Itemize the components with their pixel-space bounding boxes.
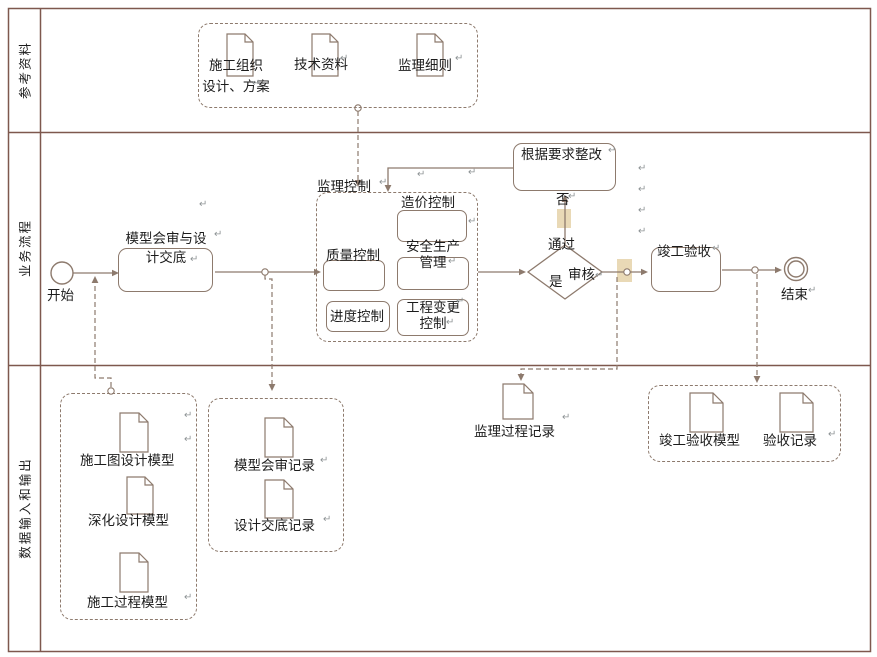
pilcrow-mark: ↵: [638, 205, 647, 216]
label-review-gateway: 审核: [568, 267, 595, 282]
label-supervision-record: 监理过程记录: [474, 424, 555, 439]
label-construction-org-doc: 施工组织 设计、方案: [202, 58, 270, 94]
pilcrow-mark: ↵: [828, 429, 837, 440]
pilcrow-mark: ↵: [808, 285, 817, 296]
pilcrow-mark: ↵: [214, 229, 223, 240]
task-rectify[interactable]: [513, 143, 616, 191]
pilcrow-mark: ↵: [184, 592, 193, 603]
pilcrow-mark: ↵: [320, 455, 329, 466]
pilcrow-mark: ↵: [456, 296, 465, 307]
label-end: 结束: [781, 287, 808, 302]
doc-icon-acceptance-record[interactable]: [779, 392, 814, 433]
lane-label-reference: 参考资料: [18, 40, 33, 100]
doc-icon-review-record-2[interactable]: [264, 479, 294, 519]
pilcrow-mark: ↵: [252, 78, 261, 89]
label-review-record-1: 模型会审记录: [234, 458, 315, 473]
label-branch-yes: 是: [549, 274, 563, 289]
pilcrow-mark: ↵: [638, 226, 647, 237]
label-acceptance: 竣工验收: [657, 244, 711, 259]
pilcrow-mark: ↵: [562, 412, 571, 423]
pilcrow-mark: ↵: [638, 184, 647, 195]
pilcrow-mark: ↵: [199, 199, 208, 210]
lane-label-process: 业务流程: [18, 218, 33, 278]
group-acceptance-docs[interactable]: [648, 385, 841, 462]
pilcrow-mark: ↵: [446, 317, 455, 328]
label-model-review: 模型会审与设 计交底: [125, 231, 207, 265]
task-safety-management[interactable]: [397, 257, 469, 290]
pilcrow-mark: ↵: [455, 53, 464, 64]
label-safety: 安全生产 管理: [406, 239, 460, 270]
swimlane-frame: [7, 7, 872, 653]
pilcrow-mark: ↵: [712, 243, 721, 254]
arrowheads: [91, 180, 782, 391]
label-change: 工程变更 控制: [406, 300, 460, 331]
label-start: 开始: [47, 288, 74, 303]
label-input-model-2: 深化设计模型: [88, 513, 169, 528]
label-technical-doc: 技术资料: [294, 57, 348, 72]
pilcrow-mark: ↵: [190, 254, 199, 265]
pilcrow-mark: ↵: [184, 410, 193, 421]
doc-icon-supervision-rules[interactable]: [416, 33, 444, 77]
highlight-mark-no-branch: [557, 209, 571, 228]
label-input-model-1: 施工图设计模型: [80, 453, 175, 468]
doc-icon-input-model-2[interactable]: [126, 476, 154, 515]
label-cost: 造价控制: [401, 195, 455, 210]
lane-label-data-io: 数据输入和输出: [18, 457, 33, 559]
label-acceptance-model: 竣工验收模型: [659, 433, 740, 448]
pilcrow-mark: ↵: [595, 270, 604, 281]
data-connectors: [94, 111, 758, 388]
group-supervision-control[interactable]: [316, 192, 478, 342]
task-model-review[interactable]: [118, 248, 213, 292]
decision-diamond[interactable]: [526, 244, 604, 300]
task-change-control[interactable]: [397, 299, 469, 336]
document-icons[interactable]: [119, 33, 814, 593]
pilcrow-mark: ↵: [448, 256, 457, 267]
label-input-model-3: 施工过程模型: [87, 595, 168, 610]
pilcrow-mark: ↵: [340, 53, 349, 64]
label-quality: 质量控制: [326, 248, 380, 263]
pilcrow-mark: ↵: [417, 169, 426, 180]
label-pass: 通过: [548, 237, 575, 252]
doc-icon-acceptance-model[interactable]: [689, 392, 724, 433]
pilcrow-mark: ↵: [568, 191, 577, 202]
task-quality-control[interactable]: [323, 260, 385, 291]
label-schedule: 进度控制: [330, 309, 384, 324]
group-reference-docs[interactable]: [198, 23, 478, 108]
task-cost-control[interactable]: [397, 210, 467, 242]
pilcrow-mark: ↵: [184, 434, 193, 445]
flow-connectors: [73, 167, 777, 274]
doc-icon-technical[interactable]: [311, 33, 339, 77]
label-branch-no: 否: [556, 192, 570, 207]
task-completion-acceptance[interactable]: [651, 247, 721, 292]
doc-icon-review-record-1[interactable]: [264, 417, 294, 458]
pilcrow-mark: ↵: [608, 145, 617, 156]
end-event-inner-circle: [787, 260, 805, 278]
start-event-circle[interactable]: [50, 261, 74, 285]
label-acceptance-record: 验收记录: [763, 433, 817, 448]
doc-icon-construction-org[interactable]: [226, 33, 254, 77]
group-review-records[interactable]: [208, 398, 344, 552]
pilcrow-mark: ↵: [379, 177, 388, 188]
label-supervision-group: 监理控制: [317, 179, 371, 194]
connection-points: [107, 104, 759, 395]
pilcrow-mark: ↵: [638, 163, 647, 174]
pilcrow-mark: ↵: [323, 514, 332, 525]
label-supervision-rules-doc: 监理细则: [398, 58, 452, 73]
group-input-models[interactable]: [60, 393, 197, 620]
label-review-record-2: 设计交底记录: [234, 518, 315, 533]
label-rectify: 根据要求整改: [521, 147, 602, 162]
doc-icon-input-model-1[interactable]: [119, 412, 149, 453]
doc-icon-supervision-record[interactable]: [502, 383, 534, 420]
pilcrow-mark: ↵: [468, 167, 477, 178]
pilcrow-mark: ↵: [468, 216, 477, 227]
doc-icon-input-model-3[interactable]: [119, 552, 149, 593]
task-schedule-control[interactable]: [326, 301, 390, 332]
